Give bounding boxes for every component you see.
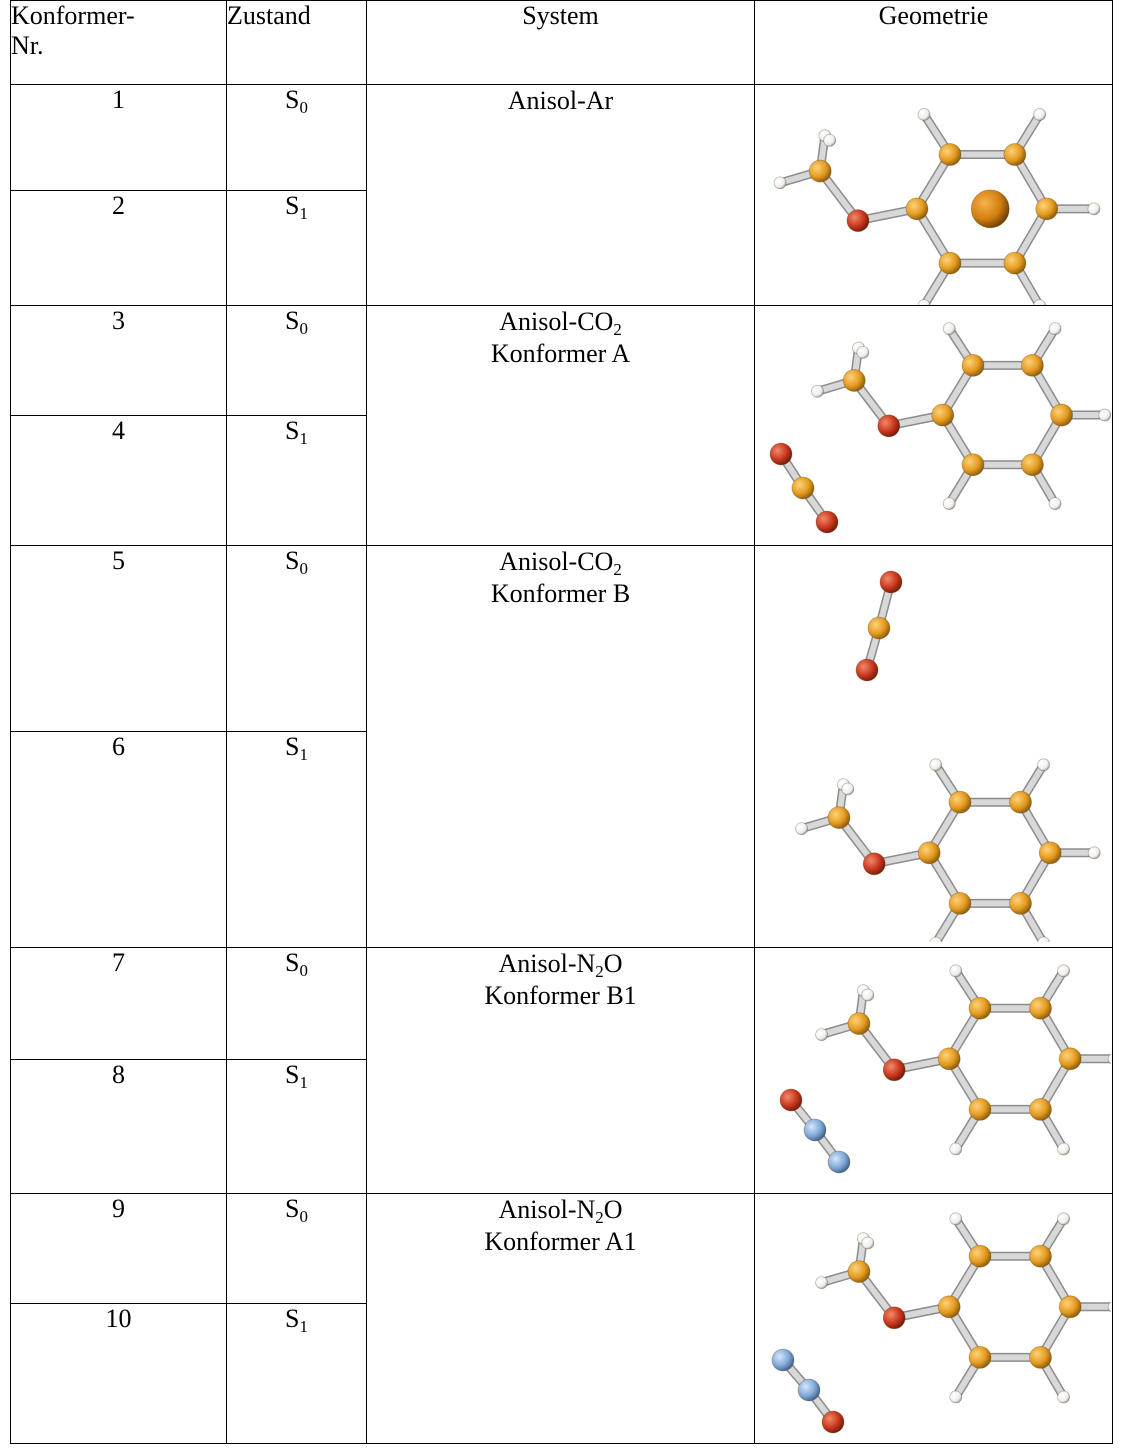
system-name-pre: Anisol-N xyxy=(498,1195,596,1224)
konformer-number: 7 xyxy=(10,947,227,1060)
geometry-cell xyxy=(754,947,1113,1194)
header-konformer-nr: Konformer- Nr. xyxy=(10,0,227,85)
state-cell: S0 xyxy=(226,947,367,1060)
state-sub: 0 xyxy=(299,98,308,118)
state-base: S xyxy=(285,1304,300,1333)
table-row: 10 S1 xyxy=(10,1303,1113,1444)
system-name-line2: Konformer A1 xyxy=(484,1227,637,1256)
state-sub: 1 xyxy=(299,745,308,765)
konformer-number: 8 xyxy=(10,1059,227,1194)
table-row: 1 S0 Anisol-Ar xyxy=(10,84,1113,306)
page: Konformer- Nr. Zustand System Geometrie … xyxy=(10,0,1113,1452)
system-cell: Anisol-Ar xyxy=(366,84,755,306)
header-zustand: Zustand xyxy=(226,0,367,85)
state-base: S xyxy=(285,416,300,445)
header-system: System xyxy=(366,0,755,85)
state-cell: S1 xyxy=(226,731,367,948)
state-sub: 0 xyxy=(299,559,308,579)
system-name-line1: Anisol-N2O xyxy=(498,1195,623,1228)
system-name-sub: 2 xyxy=(595,962,604,982)
system-cell: Anisol-CO2 Konformer B xyxy=(366,545,755,948)
konformer-number: 1 xyxy=(10,84,227,191)
system-name-sub: 2 xyxy=(613,560,622,580)
state-base: S xyxy=(285,85,300,114)
system-name-line2: Konformer B xyxy=(490,579,631,608)
state-sub: 1 xyxy=(299,429,308,449)
konformer-number: 5 xyxy=(10,545,227,732)
konformer-number: 10 xyxy=(10,1303,227,1444)
geometry-cell xyxy=(754,305,1113,546)
state-sub: 0 xyxy=(299,319,308,339)
anisole-n2o-conformer-b1-icon xyxy=(779,964,1111,1174)
system-name-line1: Anisol-N2O xyxy=(498,949,623,982)
state-sub: 0 xyxy=(299,961,308,981)
table-row: 3 S0 Anisol-CO2 Konformer A xyxy=(10,305,1113,546)
system-name-post: O xyxy=(603,1195,623,1224)
anisole-co2-conformer-a-icon xyxy=(769,322,1111,534)
konformer-number: 2 xyxy=(10,190,227,306)
system-cell: Anisol-N2O Konformer B1 xyxy=(366,947,755,1194)
state-cell: S0 xyxy=(226,545,367,732)
state-sub: 0 xyxy=(299,1207,308,1227)
header-konformer-line1: Konformer- xyxy=(11,1,135,30)
table-row: 5 S0 Anisol-CO2 Konformer B xyxy=(10,545,1113,948)
system-name: Anisol-Ar xyxy=(507,86,614,115)
state-cell: S1 xyxy=(226,1303,367,1444)
conformer-table: Konformer- Nr. Zustand System Geometrie … xyxy=(10,0,1113,1444)
system-name-line1: Anisol-CO2 xyxy=(499,547,622,580)
state-cell: S1 xyxy=(226,1059,367,1194)
state-cell: S0 xyxy=(226,305,367,416)
table-row: 9 S0 Anisol-N2O Konformer A1 xyxy=(10,1193,1113,1444)
system-name-pre: Anisol-CO xyxy=(499,307,614,336)
system-cell: Anisol-N2O Konformer A1 xyxy=(366,1193,755,1444)
state-sub: 1 xyxy=(299,1317,308,1337)
state-cell: S1 xyxy=(226,415,367,546)
system-name-sub: 2 xyxy=(595,1208,604,1228)
geometry-cell xyxy=(754,1193,1113,1444)
table-header-row: Konformer- Nr. Zustand System Geometrie xyxy=(10,0,1113,85)
system-name-pre: Anisol-CO xyxy=(499,547,614,576)
header-geometrie: Geometrie xyxy=(754,0,1113,85)
system-name-sub: 2 xyxy=(613,320,622,340)
system-cell: Anisol-CO2 Konformer A xyxy=(366,305,755,546)
system-name-pre: Anisol-N xyxy=(498,949,596,978)
state-base: S xyxy=(285,546,300,575)
table-row: 8 S1 xyxy=(10,1059,1113,1194)
state-base: S xyxy=(285,732,300,761)
geometry-cell xyxy=(754,545,1113,948)
state-cell: S0 xyxy=(226,1193,367,1304)
table-row: 7 S0 Anisol-N2O Konformer B1 xyxy=(10,947,1113,1194)
state-cell: S0 xyxy=(226,84,367,191)
system-name-line2: Konformer B1 xyxy=(484,981,637,1010)
state-sub: 1 xyxy=(299,204,308,224)
state-cell: S1 xyxy=(226,190,367,306)
system-name-line2: Konformer A xyxy=(490,339,631,368)
state-base: S xyxy=(285,948,300,977)
state-base: S xyxy=(285,1060,300,1089)
table-row: 6 S1 xyxy=(10,731,1113,948)
konformer-number: 9 xyxy=(10,1193,227,1304)
state-base: S xyxy=(285,1194,300,1223)
anisole-co2-conformer-b-icon xyxy=(795,570,1101,942)
konformer-number: 3 xyxy=(10,305,227,416)
konformer-number: 6 xyxy=(10,731,227,948)
header-konformer-line2: Nr. xyxy=(11,31,44,60)
system-name-line1: Anisol-CO2 xyxy=(499,307,622,340)
geometry-cell xyxy=(754,84,1113,306)
konformer-number: 4 xyxy=(10,415,227,546)
anisole-n2o-conformer-a1-icon xyxy=(771,1212,1111,1434)
state-sub: 1 xyxy=(299,1073,308,1093)
state-base: S xyxy=(285,191,300,220)
state-base: S xyxy=(285,306,300,335)
anisole-argon-molecule-icon xyxy=(773,108,1101,305)
table-row: 4 S1 xyxy=(10,415,1113,546)
system-name-post: O xyxy=(603,949,623,978)
